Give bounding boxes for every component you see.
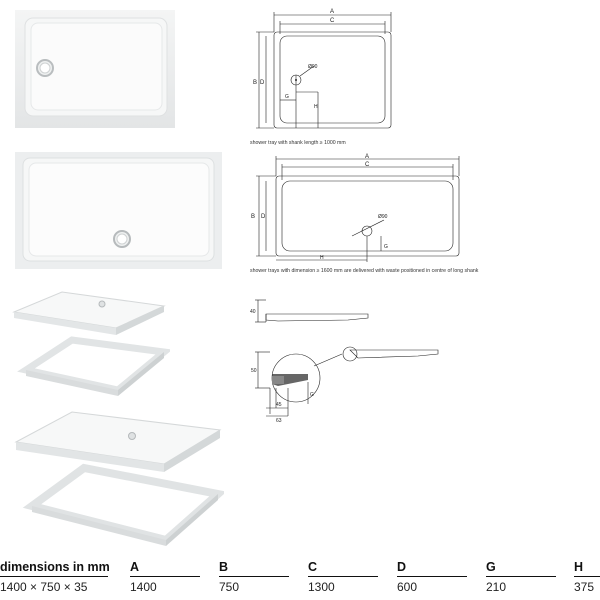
- table-rule: [308, 576, 378, 577]
- dim-label-g: G: [310, 392, 314, 398]
- technical-drawing-detail: 50 G 45 63: [251, 346, 439, 424]
- caption-standard-tray: shower tray with shank length ≥ 1000 mm: [250, 140, 346, 146]
- cell-dimensions: 1400 × 750 × 35: [0, 580, 88, 594]
- shower-tray-with-frame-photo-2: [14, 411, 224, 546]
- header-h: H: [574, 560, 584, 574]
- dim-label-h: H: [320, 255, 324, 261]
- table-rule: [397, 576, 467, 577]
- table-rule: [219, 576, 289, 577]
- header-g: G: [486, 560, 496, 574]
- dim-label-diameter: Ø90: [378, 214, 388, 220]
- dim-label-height: 40: [250, 309, 256, 315]
- dim-label-g: G: [384, 244, 388, 250]
- dim-label-g: G: [285, 94, 289, 100]
- dim-label-diameter: Ø90: [308, 64, 318, 70]
- cell-h: 375: [574, 580, 595, 594]
- dim-label-top: 50: [251, 368, 257, 374]
- shower-tray-photo-top: [15, 10, 175, 128]
- dim-label-b: B: [251, 214, 255, 220]
- table-rule: [486, 576, 556, 577]
- cell-c: 1300: [308, 580, 335, 594]
- dim-label-63: 63: [276, 418, 282, 424]
- header-c: C: [308, 560, 318, 574]
- dim-label-d: D: [261, 214, 266, 220]
- header-dimensions: dimensions in mm: [0, 560, 110, 574]
- table-rule: [130, 576, 200, 577]
- table-rule: [574, 576, 600, 577]
- dim-label-c: C: [330, 18, 335, 24]
- dimensions-table-header: dimensions in mm A B C D G H: [0, 560, 600, 576]
- dim-label-a: A: [330, 9, 334, 15]
- dim-label-a: A: [365, 154, 369, 160]
- cell-b: 750: [219, 580, 240, 594]
- dim-label-d: D: [260, 80, 265, 86]
- technical-drawing-long-tray: A C B D Ø90 G H: [251, 154, 460, 262]
- caption-long-tray: shower trays with dimension ≥ 1600 mm ar…: [250, 268, 479, 274]
- dim-label-c: C: [365, 162, 370, 168]
- technical-drawing-profile: 40: [250, 299, 369, 323]
- dim-label-h: H: [314, 104, 318, 110]
- table-rule: [0, 576, 108, 577]
- header-b: B: [219, 560, 229, 574]
- cell-g: 210: [486, 580, 507, 594]
- table-row: 1400 × 750 × 35 1400 750 1300 600 210 37…: [0, 578, 600, 596]
- header-d: D: [397, 560, 407, 574]
- header-a: A: [130, 560, 140, 574]
- technical-drawing-standard-tray: A C B D Ø90 G H: [253, 9, 392, 129]
- shower-tray-with-frame-photo-1: [12, 291, 170, 396]
- cell-d: 600: [397, 580, 418, 594]
- dim-label-b: B: [253, 80, 257, 86]
- shower-tray-photo-long: [15, 152, 222, 269]
- cell-a: 1400: [130, 580, 157, 594]
- dim-label-45: 45: [276, 402, 282, 408]
